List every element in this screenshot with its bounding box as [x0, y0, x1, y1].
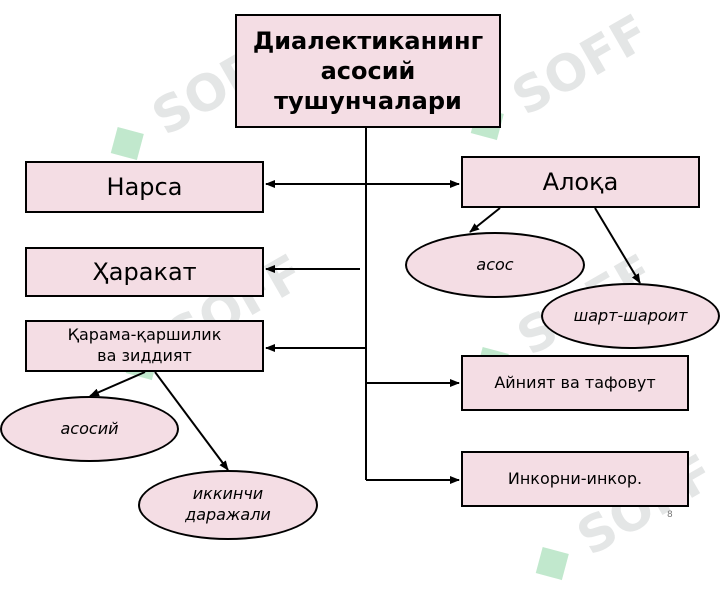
node-qarama: Қарама-қаршилик ва зиддият [25, 320, 264, 372]
arrow-to-ikkinchi [154, 371, 229, 471]
arrow-to-shart [594, 207, 641, 284]
oval-asosiy: асосий [0, 396, 179, 462]
arrow-to-asos [469, 207, 501, 233]
arrow-to-asosiy [89, 371, 146, 397]
title-box: Диалектиканинг асосий тушунчалари [235, 14, 501, 128]
connector-lines [89, 128, 641, 484]
node-ayniyat: Айният ва тафовут [461, 355, 689, 411]
node-harakat: Ҳаракат [25, 247, 264, 297]
oval-ikkinchi: иккинчи даражали [138, 470, 318, 540]
oval-asos: асос [405, 232, 585, 298]
oval-shart: шарт-шароит [541, 283, 720, 349]
node-narsa: Нарса [25, 161, 264, 213]
node-aloqa: Алоқа [461, 156, 700, 208]
page-number: 8 [667, 510, 673, 520]
node-inkorni: Инкорни-инкор. [461, 451, 689, 507]
